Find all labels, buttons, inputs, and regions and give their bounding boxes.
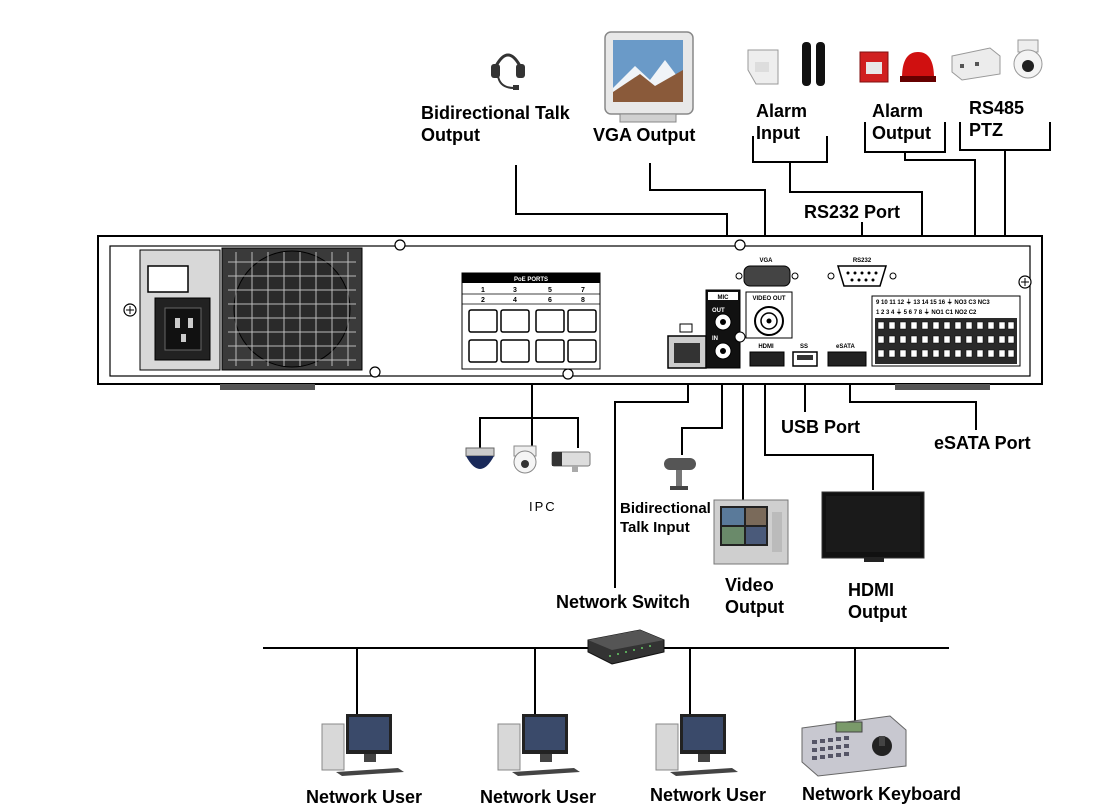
alarm-row-top: 9 10 11 12 ⏚ 13 14 15 16 ⏚ NO3 C3 NC3: [876, 299, 990, 306]
line-network-switch: [614, 370, 689, 588]
line-alarm-output: [904, 152, 976, 298]
network-switch-icon: [587, 629, 665, 665]
network-user-pc-icon: [321, 714, 404, 776]
line-esata: [849, 370, 977, 430]
hdmi-connector: [749, 351, 785, 367]
poe-num: 1: [481, 287, 485, 294]
vga-label: VGA: [759, 258, 773, 264]
poe-num: 5: [548, 287, 552, 294]
vga-monitor-icon: [604, 31, 694, 123]
esata-connector: [827, 351, 867, 367]
video-monitor-icon: [713, 499, 789, 565]
label-network-switch: Network Switch: [556, 592, 691, 612]
poe-bottom-numbers: 2 4 6 8: [481, 297, 585, 304]
fan-grille: [228, 252, 356, 366]
power-switch: [147, 265, 189, 293]
nvr-rear-panel: PoE PORTS 1 3 5 7 2 4 6 8 MIC OUT: [97, 235, 1043, 390]
alarm-strobe-icon: [900, 52, 936, 82]
poe-ports-label: PoE PORTS: [514, 277, 548, 283]
label-usb-port: USB Port: [781, 417, 861, 437]
label-network-user-2: Network User: [480, 787, 597, 807]
poe-num: 3: [513, 287, 517, 294]
network-user-pc-icon: [655, 714, 738, 776]
video-out-label: VIDEO OUT: [752, 296, 785, 302]
esata-panel-label: eSATA: [836, 344, 855, 350]
mic-label: MIC: [718, 295, 730, 301]
label-rs232-port: RS232 Port: [804, 202, 901, 222]
poe-num: 8: [581, 297, 585, 304]
lan-icon: [679, 323, 693, 333]
beam-detector-icon: [802, 42, 825, 86]
alarm-row-bottom: 1 2 3 4 ⏚ 5 6 7 8 ⏚ NO1 C1 NO2 C2: [876, 309, 977, 316]
ptz-dome-camera-icon: [1013, 39, 1043, 79]
label-network-user-1: Network User: [306, 787, 423, 807]
label-vga-output: VGA Output: [593, 125, 696, 145]
label-alarm-input: Alarm Input: [756, 101, 808, 143]
label-esata-port: eSATA Port: [934, 433, 1031, 453]
alarm-sensor-icon: [747, 49, 779, 85]
label-ipc: IPC: [529, 499, 557, 514]
label-bidirectional-talk-output: Bidirectional Talk Output: [421, 103, 570, 145]
ipc-dome-camera-icon: [465, 447, 495, 469]
hdmi-monitor-icon: [821, 491, 925, 562]
label-bidirectional-talk-input: Bidirectional Talk Input: [620, 500, 711, 536]
microphone-icon: [664, 458, 696, 490]
network-user-pc-icon: [497, 714, 580, 776]
rs232-connector: [836, 265, 888, 287]
label-network-user-3: Network User: [650, 785, 767, 805]
headset-icon: [491, 53, 525, 90]
line-ipc-bracket: [479, 417, 579, 448]
mic-in-label: IN: [712, 336, 718, 342]
poe-num: 6: [548, 297, 552, 304]
network-keyboard-icon: [801, 715, 907, 777]
ptz-decoder-icon: [951, 47, 1001, 81]
connection-lines: [263, 122, 1051, 722]
line-hdmi-output: [764, 370, 874, 490]
label-video-output: Video Output: [725, 575, 784, 617]
label-alarm-output: Alarm Output: [872, 101, 931, 143]
foot-right: [895, 384, 990, 390]
poe-num: 7: [581, 287, 585, 294]
ipc-bullet-camera-icon: [551, 451, 591, 472]
poe-num: 4: [513, 297, 517, 304]
label-rs485-ptz: RS485 PTZ: [969, 98, 1025, 140]
rs232-panel-label: RS232: [853, 258, 872, 264]
ipc-speed-dome-icon: [513, 445, 537, 474]
poe-num: 2: [481, 297, 485, 304]
line-vga-output: [649, 163, 766, 255]
mic-out-label: OUT: [712, 308, 725, 314]
hdmi-panel-label: HDMI: [758, 344, 774, 350]
label-network-keyboard: Network Keyboard: [802, 784, 962, 804]
label-hdmi-output: HDMI Output: [848, 580, 907, 622]
vga-connector: [743, 265, 791, 287]
usb-panel-label: SS: [800, 344, 808, 350]
ground-screw: [734, 331, 746, 343]
alarm-siren-icon: [859, 51, 889, 83]
poe-top-numbers: 1 3 5 7: [481, 287, 585, 294]
foot-left: [220, 384, 315, 390]
terminal-screws: [877, 321, 1015, 358]
poe-port-sockets: [468, 309, 597, 363]
